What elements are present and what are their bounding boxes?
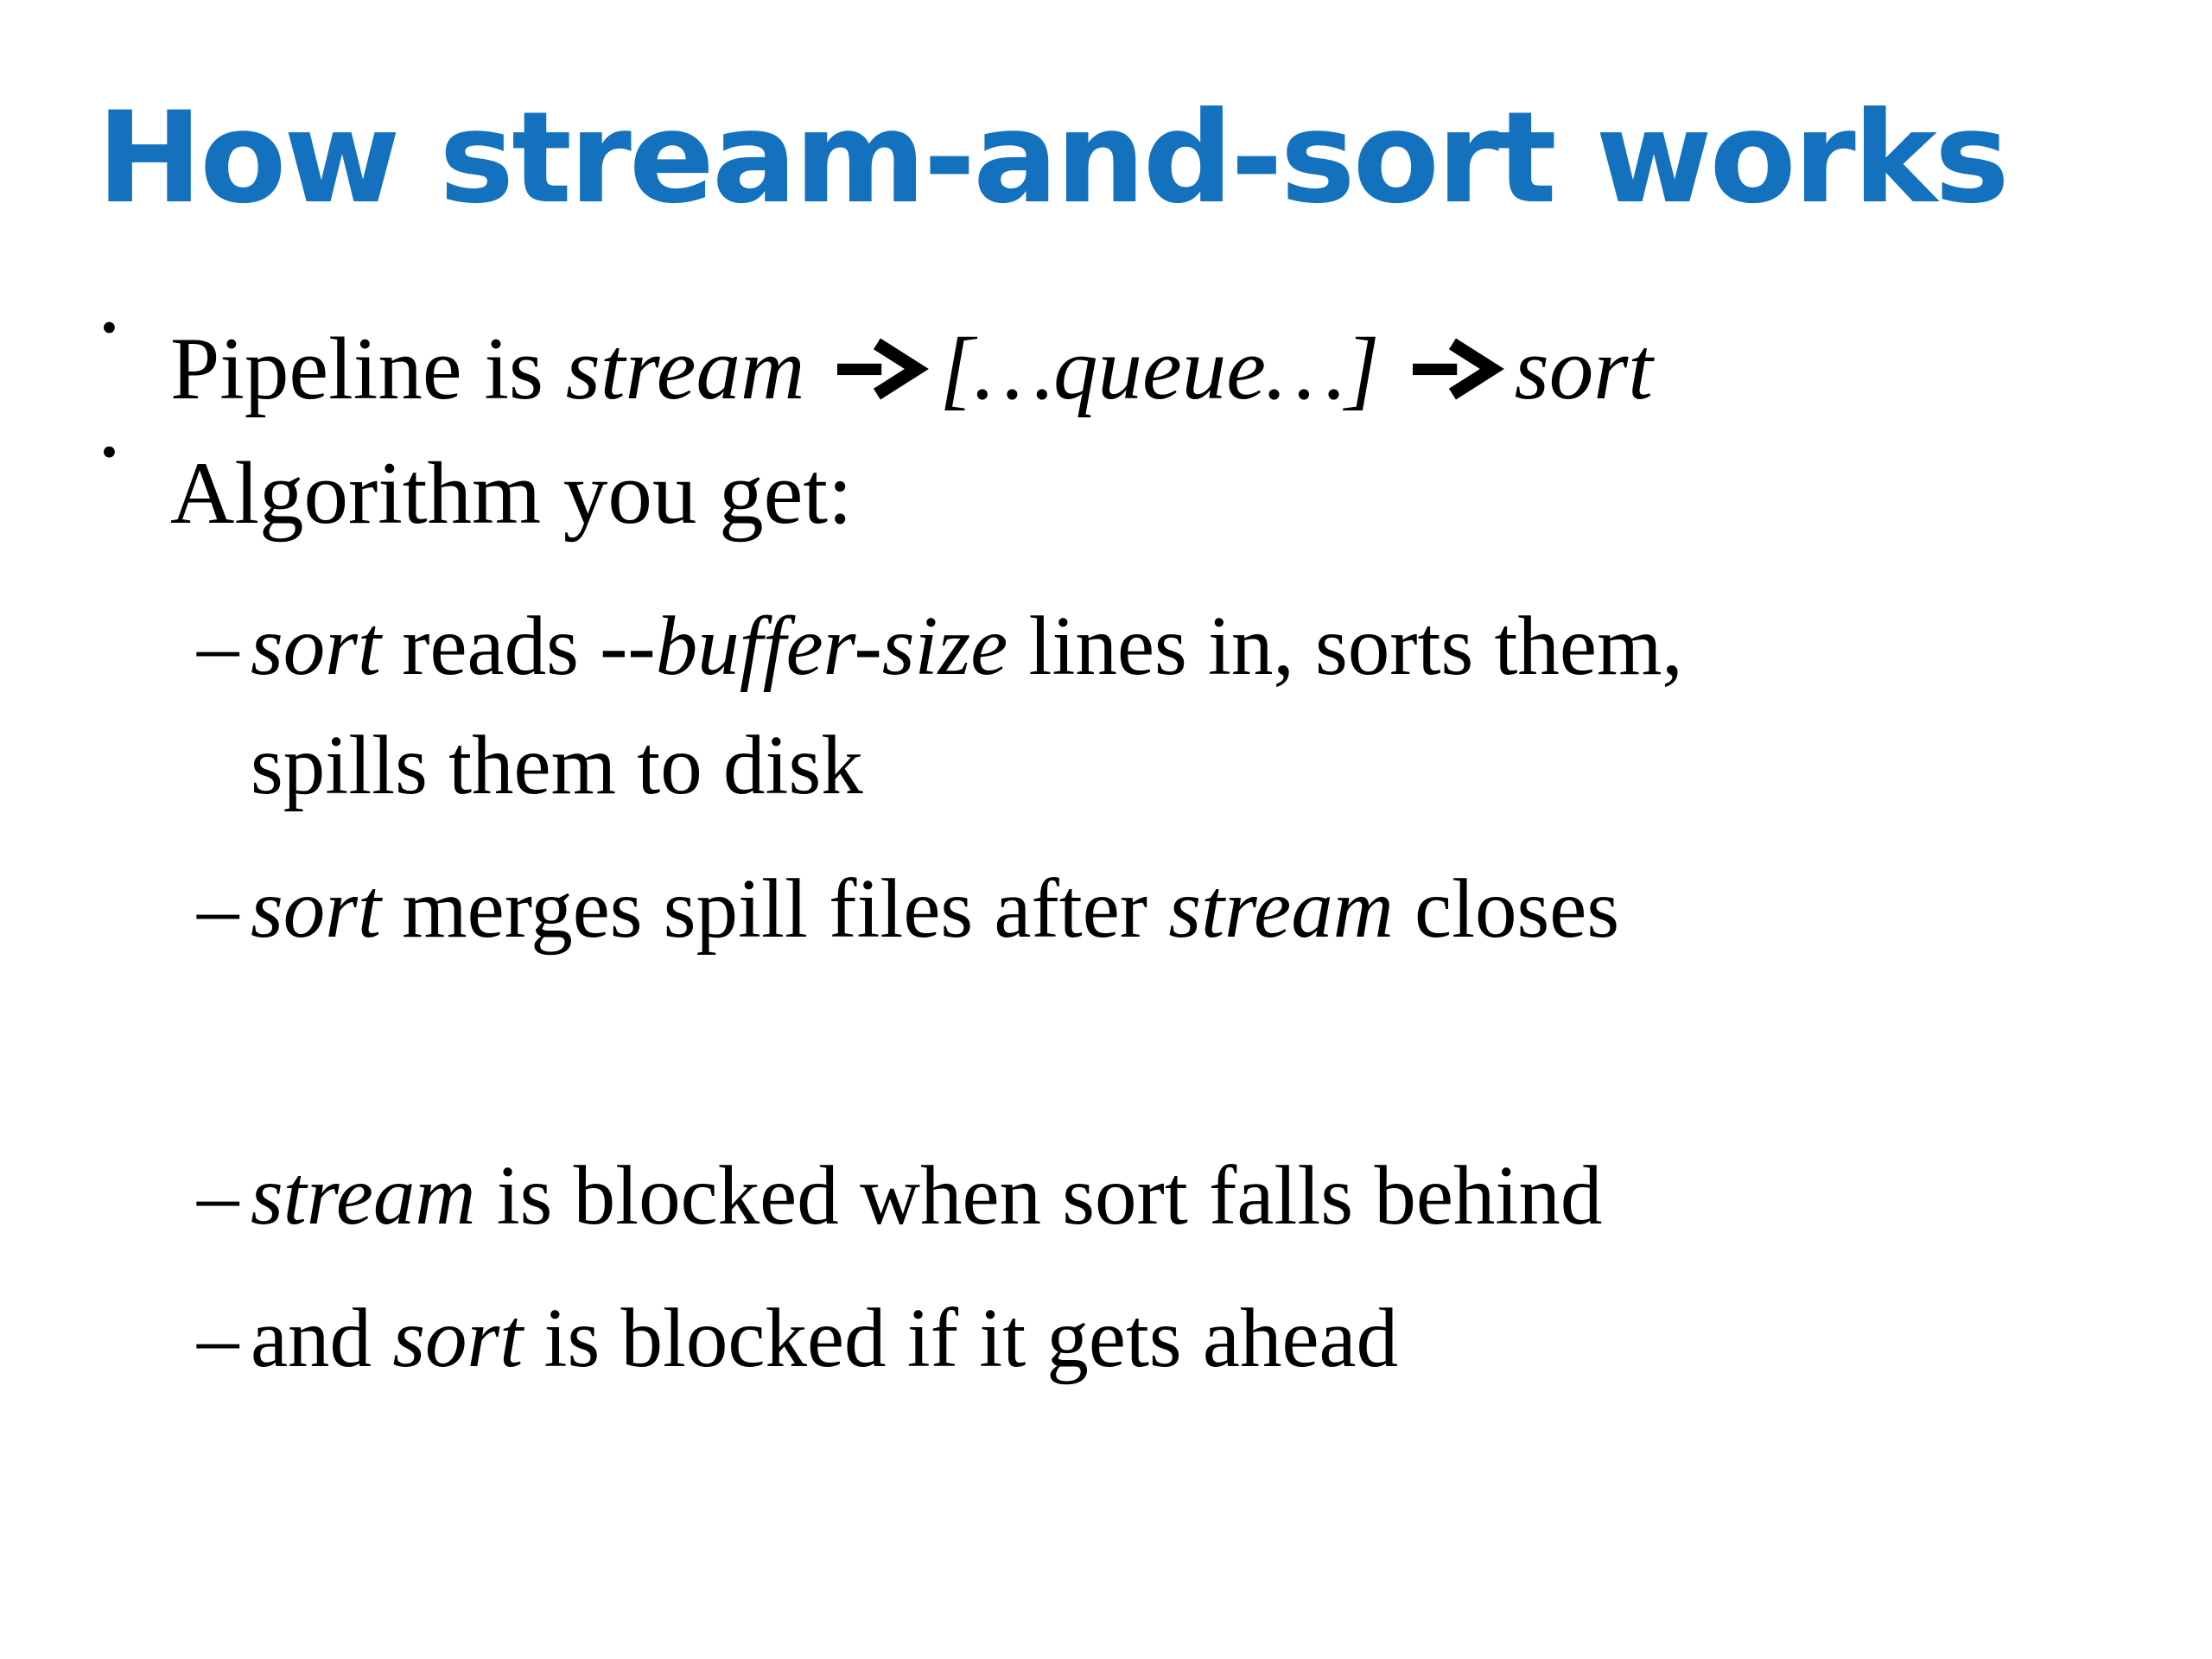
- bullet-algorithm: • Algorithm you get:: [101, 426, 2212, 553]
- text-segment: reads: [380, 599, 601, 692]
- text-segment: closes: [1393, 862, 1620, 956]
- subbullet-sort-blocked-text: and sort is blocked if it gets ahead: [251, 1279, 2212, 1398]
- subbullet-sort-reads: – sort reads --buffer-size lines in, sor…: [197, 587, 2212, 824]
- subbullet-stream-blocked: – stream is blocked when sort falls behi…: [197, 1136, 2212, 1255]
- bullet-pipeline-text: Pipeline is stream […queue…] sort: [170, 311, 2212, 429]
- slide-title: How stream-and-sort works: [97, 85, 2010, 232]
- text-segment: spills them to disk: [251, 718, 863, 811]
- dash-bullet-icon: –: [197, 599, 239, 692]
- bullet-dot-icon: •: [101, 301, 118, 353]
- text-segment: is blocked if it gets ahead: [523, 1291, 1399, 1384]
- stream-term: stream: [565, 319, 805, 418]
- subbullet-sort-reads-text: sort reads --buffer-size lines in, sorts…: [251, 587, 2212, 824]
- sort-term: sort: [251, 862, 381, 956]
- text-segment: merges spill files after: [380, 862, 1169, 956]
- stream-term: stream: [251, 1149, 476, 1242]
- text-segment: Algorithm you get:: [170, 443, 853, 543]
- queue-term: […queue…]: [939, 319, 1380, 418]
- dash-bullet-icon: –: [197, 1149, 239, 1242]
- sort-term: sort: [251, 599, 381, 692]
- text-segment: is blocked when sort falls behind: [475, 1149, 1603, 1242]
- subbullet-sort-blocked: – and sort is blocked if it gets ahead: [197, 1279, 2212, 1398]
- subbullet-sort-merges-text: sort merges spill files after stream clo…: [251, 849, 2212, 969]
- subbullet-sort-merges: – sort merges spill files after stream c…: [197, 849, 2212, 969]
- sort-term: sort: [1514, 319, 1653, 418]
- dash-bullet-icon: –: [197, 1291, 239, 1384]
- text-segment: and: [251, 1291, 393, 1384]
- subbullet-stream-blocked-text: stream is blocked when sort falls behind: [251, 1136, 2212, 1255]
- stream-term: stream: [1168, 862, 1394, 956]
- bullet-dot-icon: •: [101, 425, 118, 478]
- right-arrow-icon: [1412, 311, 1504, 429]
- sort-term: sort: [392, 1291, 524, 1384]
- buffer-size-term: --buffer-size: [600, 599, 1008, 692]
- text-segment: lines in, sorts them,: [1007, 599, 1683, 692]
- bullet-pipeline: • Pipeline is stream […queue…] sort: [101, 302, 2212, 429]
- dash-bullet-icon: –: [197, 862, 239, 956]
- bullet-algorithm-text: Algorithm you get:: [170, 435, 2212, 553]
- text-segment: Pipeline is: [170, 319, 566, 418]
- right-arrow-icon: [837, 311, 930, 429]
